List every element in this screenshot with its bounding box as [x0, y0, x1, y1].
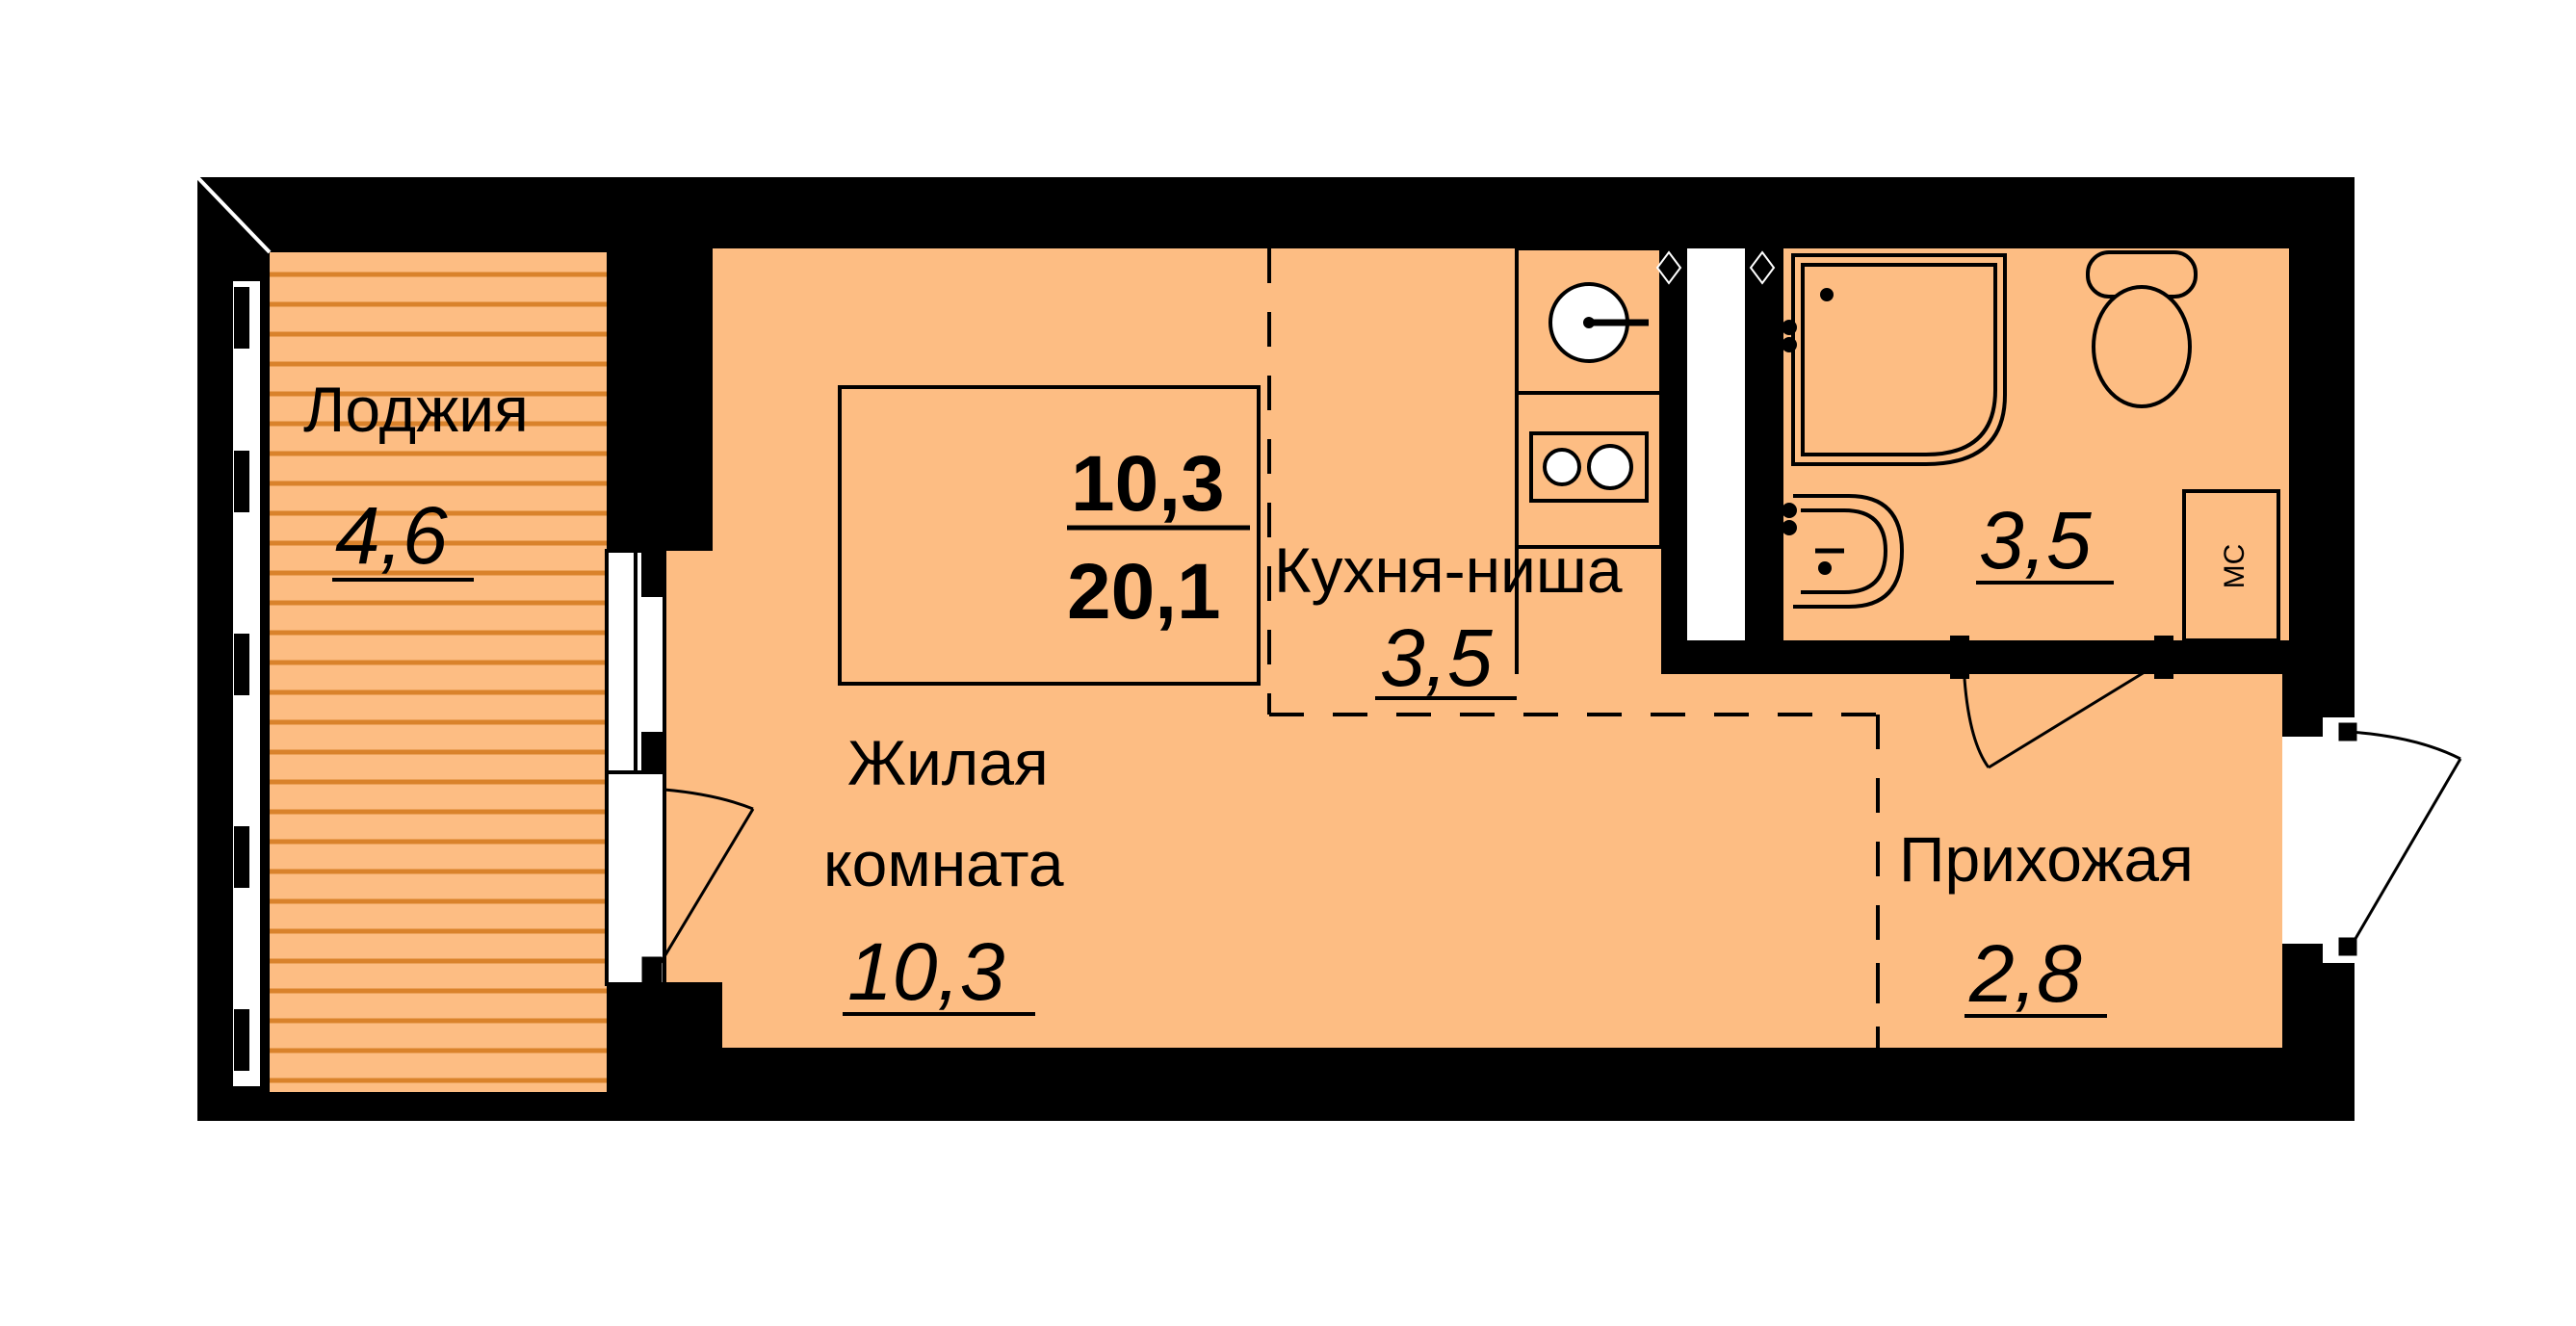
- kitchen-name: Кухня-ниша: [1274, 534, 1623, 606]
- door-jamb: [1950, 636, 1969, 679]
- corridor-floor: [1878, 674, 2282, 1048]
- door-jamb: [2282, 944, 2323, 963]
- toilet-icon: [2086, 250, 2198, 408]
- loggia-window-icon: [229, 277, 264, 1090]
- bathroom-area: 3,5: [1979, 495, 2092, 585]
- wall-stub: [664, 982, 722, 1048]
- living-area: 10,3: [847, 926, 1005, 1017]
- ms-shaft-label: МС: [2219, 544, 2251, 589]
- bed-icon: [838, 385, 1261, 686]
- loggia-area: 4,6: [335, 490, 448, 581]
- window-icon: [605, 549, 666, 986]
- loggia-stripes: [270, 272, 607, 1083]
- shower-icon: [1782, 253, 2007, 466]
- entrance-doorway: [2282, 717, 2355, 963]
- kitchen-area: 3,5: [1380, 612, 1493, 703]
- wall-marker: [2316, 483, 2335, 522]
- shaft-void: [1687, 248, 1745, 643]
- washbasin-icon: [1782, 494, 1905, 609]
- hall-area: 2,8: [1968, 928, 2082, 1019]
- bathroom-wall: [2157, 640, 2289, 674]
- bathroom-wall: [1661, 640, 1960, 674]
- entrance-door-swing-icon: [2338, 722, 2462, 956]
- ms-shaft: [2182, 489, 2280, 642]
- door-swing-icon: [1963, 663, 2158, 769]
- loggia-name: Лоджия: [303, 374, 529, 445]
- hall-name: Прихожая: [1899, 823, 2194, 895]
- stove-icon: [1529, 431, 1649, 503]
- sink-icon: [1548, 282, 1649, 363]
- living-name-line2: комната: [823, 828, 1064, 899]
- total-area-summary: 20,1: [1067, 548, 1221, 636]
- door-jamb: [2282, 717, 2323, 737]
- partition-wall: [607, 248, 713, 551]
- door-jamb: [2154, 636, 2173, 679]
- living-name-line1: Жилая: [847, 727, 1049, 798]
- living-doorway-floor: [664, 551, 722, 1003]
- wall-marker: [1655, 250, 1776, 285]
- wall-corner: [197, 177, 241, 252]
- living-area-summary: 10,3: [1071, 440, 1225, 528]
